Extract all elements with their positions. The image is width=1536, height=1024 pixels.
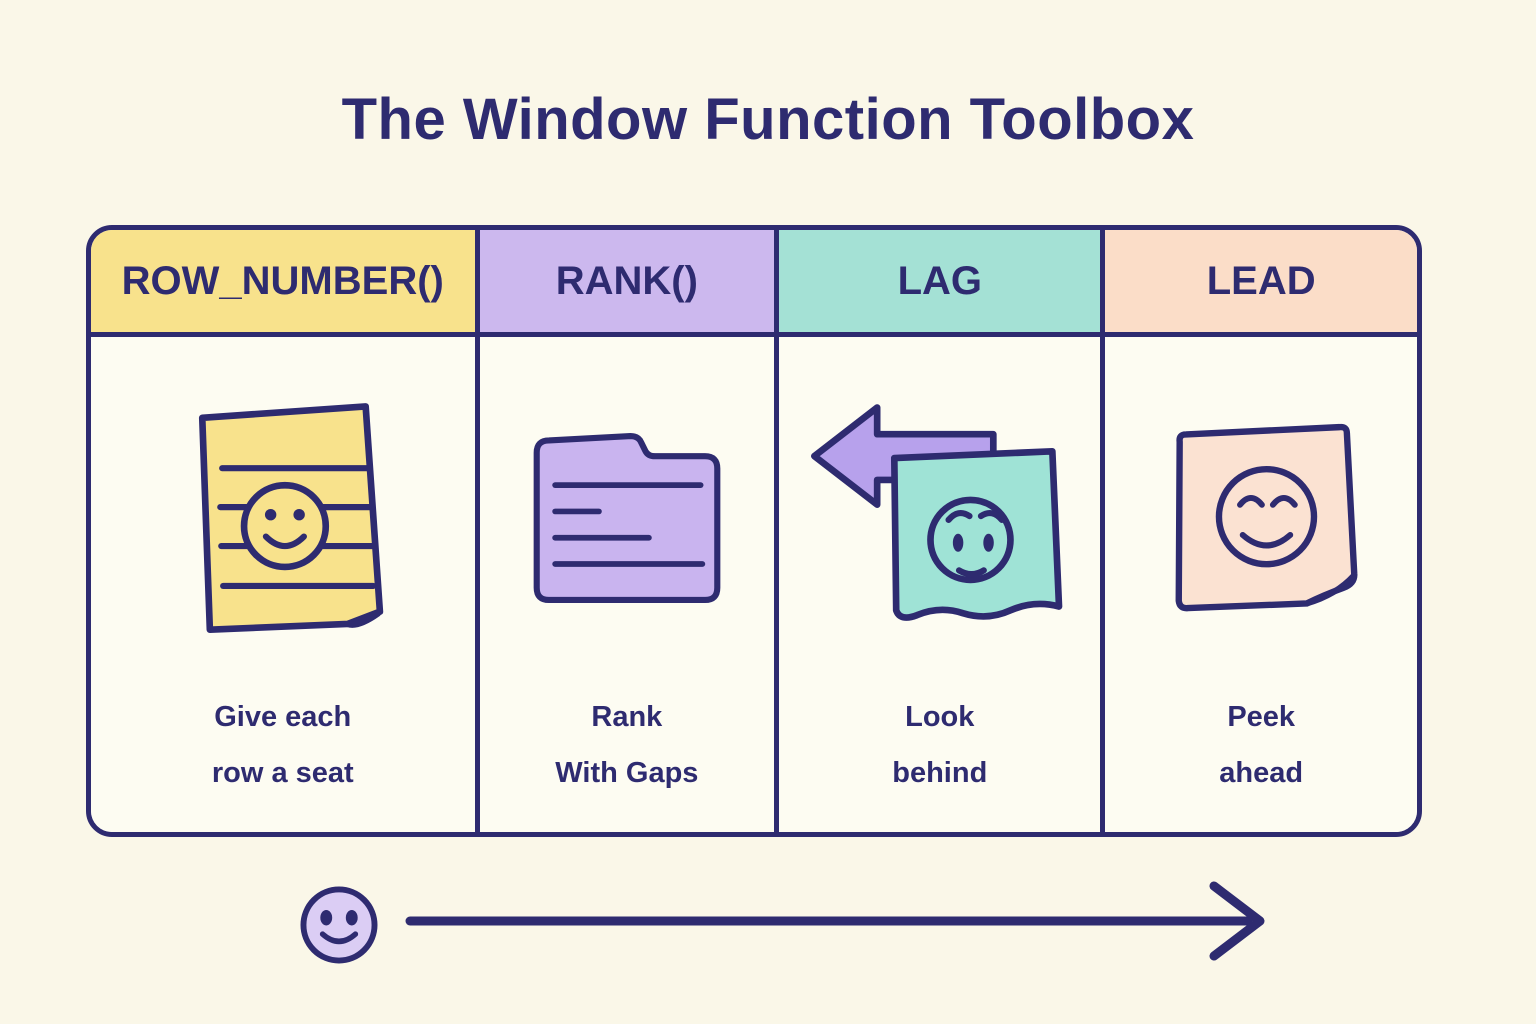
lead-icon-box: [1155, 387, 1367, 649]
column-header-lead: LEAD: [1105, 230, 1417, 332]
caption-line: With Gaps: [555, 757, 699, 789]
lag-icon-box: [801, 387, 1079, 649]
column-header-row-number: ROW_NUMBER(): [91, 230, 480, 332]
column-header-rank: RANK(): [479, 230, 780, 332]
column-cell-lead: Peek ahead: [1105, 337, 1417, 832]
folder-icon: [533, 432, 721, 604]
caption-line: Peek: [1227, 701, 1296, 733]
happy-note-icon: [1175, 423, 1358, 611]
table-body-row: Give each row a seat Rank: [91, 337, 1417, 832]
column-cell-rank: Rank With Gaps: [479, 337, 780, 832]
column-cell-lag: Look behind: [779, 337, 1106, 832]
back-arrow-icon: [810, 404, 1063, 621]
column-header-lag: LAG: [779, 230, 1106, 332]
rank-icon-box: [520, 387, 734, 649]
footer-smiley-icon: [298, 884, 380, 971]
column-cell-row-number: Give each row a seat: [91, 337, 480, 832]
caption-line: behind: [892, 757, 988, 789]
row-number-icon-box: [169, 387, 397, 649]
caption-row-number: Give each row a seat: [212, 689, 354, 801]
caption-lag: Look behind: [892, 689, 987, 801]
caption-line: Look: [905, 701, 975, 733]
worried-note-icon: [890, 448, 1063, 621]
caption-line: ahead: [1219, 757, 1304, 789]
caption-line: Give each: [214, 701, 352, 733]
sticky-note-smiley-icon: [198, 402, 383, 633]
caption-line: Rank: [591, 701, 663, 733]
toolbox-table: ROW_NUMBER() RANK() LAG LEAD: [86, 225, 1422, 837]
timeline-right-arrow-icon: [402, 879, 1272, 969]
caption-rank: Rank With Gaps: [555, 689, 698, 801]
table-header-row: ROW_NUMBER() RANK() LAG LEAD: [91, 230, 1417, 337]
caption-line: row a seat: [211, 757, 354, 789]
caption-lead: Peek ahead: [1219, 689, 1303, 801]
page-title: The Window Function Toolbox: [341, 87, 1195, 152]
